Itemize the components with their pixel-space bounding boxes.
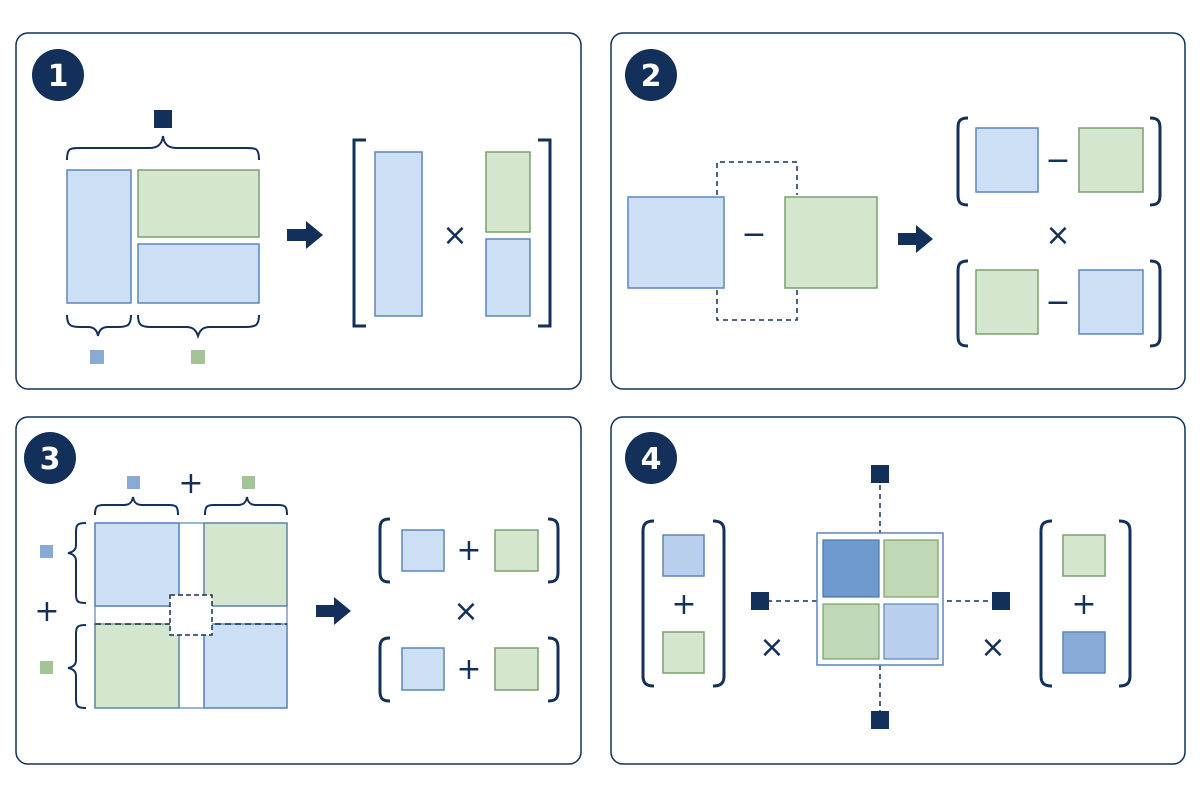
left-blue-legend-square bbox=[40, 545, 53, 558]
arrow-right-icon-3 bbox=[316, 597, 351, 625]
center-grid-top-right-green bbox=[883, 539, 939, 598]
blue-legend-square bbox=[90, 350, 104, 364]
right-vector-plus-operator: + bbox=[1071, 587, 1096, 622]
top-right-block bbox=[137, 169, 260, 238]
panel-3: 3 + + + × + bbox=[15, 416, 582, 765]
bottom-left-brace bbox=[66, 314, 132, 337]
right-bottom-blue-block bbox=[401, 647, 445, 691]
panel-2-number: 2 bbox=[641, 59, 662, 94]
left-axis-marker bbox=[751, 592, 769, 610]
panel-3-number-badge bbox=[24, 432, 76, 484]
green-square-block bbox=[784, 196, 878, 289]
top-brace bbox=[66, 135, 260, 161]
right-vector-green-block bbox=[1062, 534, 1106, 577]
center-dashed-square bbox=[169, 594, 213, 636]
left-vector-green-block bbox=[662, 631, 705, 674]
center-grid-bottom-right-blue bbox=[883, 603, 939, 660]
left-bracket bbox=[352, 138, 366, 328]
right-bottom-plus-operator: + bbox=[456, 652, 481, 687]
grid-bottom-left-green bbox=[94, 623, 180, 709]
bottom-blue-block bbox=[1078, 269, 1144, 335]
top-plus-operator: + bbox=[178, 466, 203, 501]
panel-2-number-badge bbox=[625, 49, 677, 101]
center-grid-bottom-left-green bbox=[822, 603, 880, 660]
left-bottom-brace bbox=[67, 624, 87, 709]
times-operator-2: × bbox=[1045, 218, 1070, 253]
left-times-operator: × bbox=[759, 630, 784, 665]
panel-1-number: 1 bbox=[48, 59, 69, 94]
green-legend-square bbox=[191, 350, 205, 364]
grid-bottom-right-blue bbox=[203, 623, 288, 709]
panel-2: 2 − − × − bbox=[610, 32, 1186, 390]
left-vector-close-bracket bbox=[712, 519, 726, 688]
bottom-right-bracket bbox=[1149, 259, 1162, 348]
top-axis-marker bbox=[871, 465, 889, 483]
result-green-block bbox=[485, 151, 531, 233]
right-bottom-left-bracket bbox=[378, 636, 391, 703]
bottom-minus-operator: − bbox=[1045, 285, 1070, 320]
center-grid-top-left-dark-blue bbox=[822, 539, 880, 598]
left-top-brace bbox=[67, 522, 87, 604]
bottom-left-bracket bbox=[956, 259, 969, 348]
top-minus-operator: − bbox=[1045, 143, 1070, 178]
top-green-block bbox=[1078, 127, 1144, 193]
bottom-axis-marker bbox=[871, 711, 889, 729]
panel-1: 1 × bbox=[15, 32, 582, 390]
bottom-right-brace bbox=[137, 314, 260, 340]
panel-1-number-badge bbox=[32, 49, 84, 101]
top-green-legend-square bbox=[242, 476, 255, 489]
top-left-brace bbox=[94, 496, 179, 516]
right-vector-blue-block bbox=[1062, 631, 1106, 674]
right-bracket bbox=[538, 138, 552, 328]
bottom-green-block bbox=[975, 269, 1039, 335]
result-blue-block bbox=[485, 238, 531, 317]
right-top-green-block bbox=[494, 529, 539, 572]
left-vector-plus-operator: + bbox=[671, 587, 696, 622]
top-blue-block bbox=[975, 127, 1039, 193]
right-bottom-green-block bbox=[494, 647, 539, 691]
right-axis-marker bbox=[992, 592, 1010, 610]
grid-outline bbox=[94, 522, 288, 709]
left-vector-blue-block bbox=[662, 534, 705, 577]
top-marker-square bbox=[154, 110, 172, 128]
blue-square-block bbox=[627, 196, 725, 289]
right-top-left-bracket bbox=[378, 517, 391, 584]
panel-2-frame bbox=[610, 32, 1186, 390]
panel-4-number-badge bbox=[625, 432, 677, 484]
arrow-right-icon-2 bbox=[898, 225, 933, 253]
right-top-plus-operator: + bbox=[456, 533, 481, 568]
grid-top-right-green bbox=[203, 522, 288, 607]
top-left-bracket bbox=[956, 116, 969, 207]
right-top-blue-block bbox=[401, 529, 445, 572]
arrow-right-icon bbox=[287, 221, 323, 249]
grid-top-left-blue bbox=[94, 522, 180, 607]
left-plus-operator: + bbox=[34, 594, 59, 629]
times-operator: × bbox=[442, 218, 467, 253]
dashed-bridge-top bbox=[716, 161, 798, 195]
right-times-operator: × bbox=[980, 630, 1005, 665]
bottom-right-block bbox=[137, 243, 260, 304]
top-blue-legend-square bbox=[127, 476, 140, 489]
panel-4-number: 4 bbox=[641, 442, 662, 477]
minus-operator: − bbox=[741, 217, 766, 252]
right-vector-open-bracket bbox=[1039, 519, 1053, 688]
right-bottom-right-bracket bbox=[547, 636, 560, 703]
right-top-right-bracket bbox=[547, 517, 560, 584]
left-vector-open-bracket bbox=[641, 519, 655, 688]
left-green-legend-square bbox=[40, 661, 53, 674]
right-vector-close-bracket bbox=[1118, 519, 1132, 688]
times-operator-3: × bbox=[453, 594, 478, 629]
top-right-brace bbox=[204, 496, 288, 516]
panel-3-number: 3 bbox=[40, 442, 61, 477]
result-tall-blue-block bbox=[374, 151, 423, 317]
left-tall-block bbox=[66, 169, 132, 304]
top-right-bracket bbox=[1149, 116, 1162, 207]
panel-4: 4 + × × + bbox=[610, 416, 1186, 765]
